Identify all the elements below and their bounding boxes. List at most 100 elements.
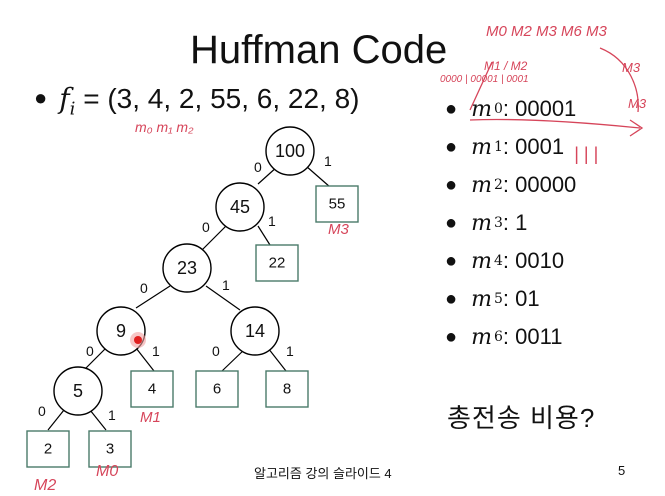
handwriting-note: m₀ m₁ m₂ (135, 119, 194, 135)
tree-edge (47, 409, 65, 431)
tree-edge (205, 285, 241, 311)
tree-edge (305, 165, 331, 188)
slide-footer: 알고리즘 강의 슬라이드 4 (254, 466, 392, 481)
tree-leaf (195, 370, 239, 408)
leaf-label: 55 (329, 196, 346, 213)
cursor-marker-icon (130, 332, 146, 348)
bullet-icon: ● (445, 287, 458, 310)
code-subscript: 4 (493, 253, 503, 269)
freq-symbol: f (59, 82, 70, 115)
code-symbol: m (471, 172, 492, 198)
tree-node (53, 366, 103, 416)
edge-label: 1 (286, 343, 294, 359)
leaf-label: 4 (148, 381, 156, 398)
handwriting-note: M2 (34, 477, 56, 494)
tree-edge (85, 347, 107, 369)
handwriting-note: M0 (96, 463, 118, 480)
leaf-label: 2 (44, 441, 52, 458)
code-value: : 0001 (502, 134, 565, 159)
code-value: : 1 (502, 210, 528, 235)
edge-label: 0 (254, 159, 262, 175)
tree-node (162, 243, 212, 293)
edge-label: 0 (202, 219, 210, 235)
tree-edge (257, 225, 271, 246)
slide-title: Huffman Code (190, 28, 448, 72)
handwriting-note: M3 (628, 96, 647, 111)
tree-edge (89, 409, 107, 431)
bullet-icon: ● (34, 85, 48, 110)
code-subscript: 3 (493, 215, 503, 231)
code-subscript: 0 (493, 101, 503, 117)
handwriting-arc (599, 47, 639, 113)
tree-leaf (88, 430, 132, 468)
question-text: 총전송 비용? (447, 403, 596, 433)
code-subscript: 2 (493, 177, 503, 193)
leaf-label: 3 (106, 441, 114, 458)
edge-label: 0 (212, 343, 220, 359)
edge-label: 0 (140, 280, 148, 296)
handwriting-note: M1 / M2 (484, 59, 528, 73)
tree-leaf (26, 430, 70, 468)
leaf-label: 8 (283, 381, 291, 398)
tree-node (265, 126, 315, 176)
code-symbol: m (471, 324, 492, 350)
node-label: 23 (177, 258, 197, 278)
code-subscript: 1 (493, 139, 503, 155)
handwriting-note: | | | (574, 144, 598, 164)
edge-label: 1 (108, 407, 116, 423)
bullet-icon: ● (445, 97, 458, 120)
tree-node (230, 306, 280, 356)
code-value: : 01 (502, 286, 540, 311)
bullet-icon: ● (445, 249, 458, 272)
tree-leaf (130, 370, 174, 408)
edge-label: 1 (268, 213, 276, 229)
leaf-label: 22 (269, 255, 286, 272)
code-value: : 0010 (502, 248, 565, 273)
edge-label: 0 (86, 343, 94, 359)
tree-edge (267, 347, 287, 372)
tree-node (215, 182, 265, 232)
bullet-icon: ● (445, 173, 458, 196)
code-subscript: 5 (493, 291, 503, 307)
tree-edge (135, 285, 171, 309)
bullet-icon: ● (445, 211, 458, 234)
code-symbol: m (471, 134, 492, 160)
code-value: : 00001 (502, 96, 577, 121)
leaf-label: 6 (213, 381, 221, 398)
code-subscript: 6 (493, 329, 503, 345)
edge-labels: 0 1 0 1 0 1 0 1 0 1 0 1 (38, 153, 332, 423)
handwriting-note: M3 (328, 221, 349, 238)
freq-values: = (3, 4, 2, 55, 6, 22, 8) (83, 83, 360, 114)
code-symbol: m (471, 96, 492, 122)
node-label: 45 (230, 197, 250, 217)
handwritten-strokes (469, 47, 644, 137)
code-value: : 00000 (502, 172, 577, 197)
frequency-line: ● fi = (3, 4, 2, 55, 6, 22, 8) (34, 82, 360, 120)
handwriting-arrow (469, 118, 641, 129)
edge-label: 1 (152, 343, 160, 359)
node-label: 100 (275, 141, 305, 161)
tree-edge (135, 347, 155, 372)
edge-label: 1 (324, 153, 332, 169)
node-label: 14 (245, 321, 265, 341)
node-label: 9 (116, 321, 126, 341)
edge-label: 1 (222, 277, 230, 293)
code-symbol: m (471, 248, 492, 274)
arrowhead-icon (629, 119, 644, 137)
handwriting-note: M1 (140, 409, 161, 426)
freq-subscript: i (69, 98, 76, 120)
edge-label: 0 (38, 403, 46, 419)
page-number: 5 (618, 463, 626, 478)
tree-leaf (315, 185, 359, 223)
tree-leaf (265, 370, 309, 408)
